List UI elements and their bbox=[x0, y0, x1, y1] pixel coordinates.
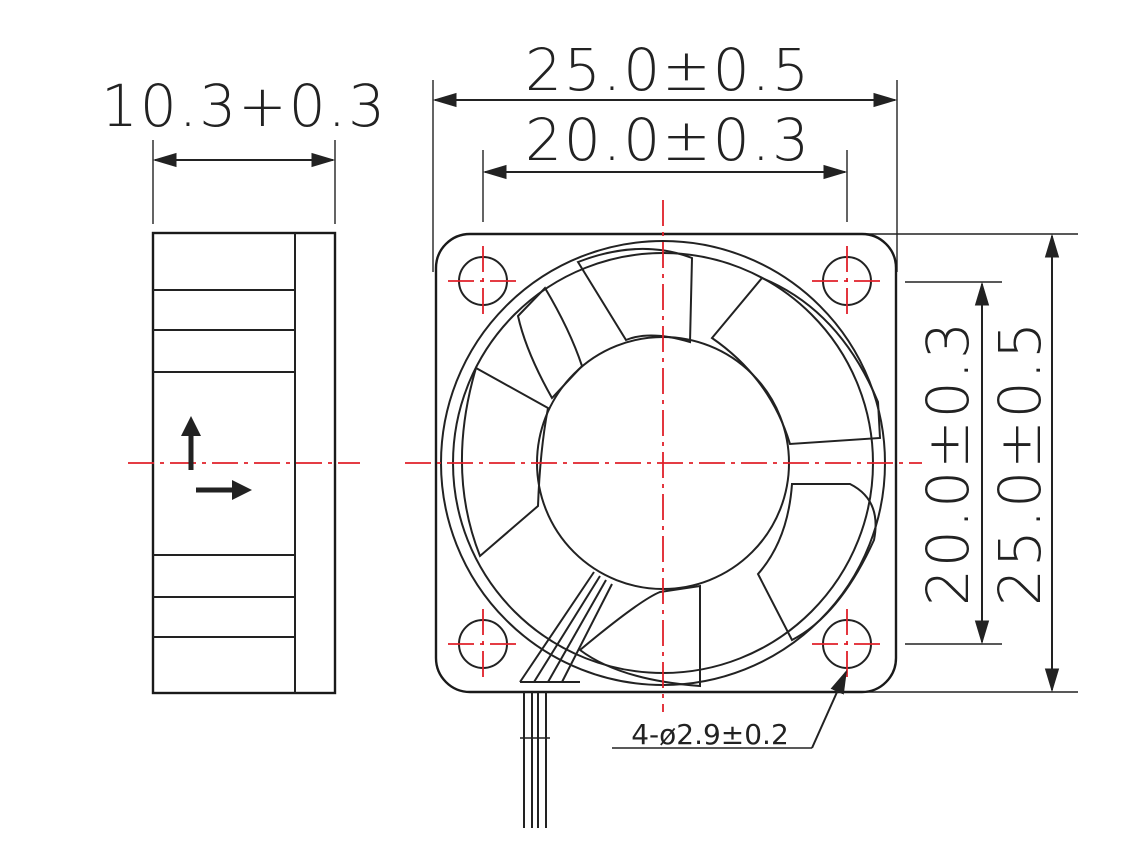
mounting-holes bbox=[448, 246, 882, 679]
arrow-right-icon bbox=[196, 480, 252, 500]
hole-callout-leader bbox=[811, 669, 847, 749]
wire-channel bbox=[519, 571, 613, 683]
fan-blades bbox=[461, 247, 882, 688]
overall-height-label: 25.0±0.5 bbox=[986, 320, 1054, 606]
hole-spacing-width-label: 20.0±0.3 bbox=[525, 106, 811, 174]
lead-wires bbox=[520, 692, 550, 828]
side-width-label: 10.3+0.3 bbox=[101, 72, 387, 140]
overall-width-label: 25.0±0.5 bbox=[525, 36, 811, 104]
hole-spacing-height-label: 20.0±0.3 bbox=[914, 320, 982, 606]
arrow-up-icon bbox=[181, 416, 201, 470]
side-view: 10.3+0.3 bbox=[101, 72, 387, 695]
mounting-holes-label: 4-ø2.9±0.2 bbox=[631, 718, 789, 751]
front-view: 25.0±0.5 20.0±0.3 20.0±0.3 25.0±0.5 bbox=[405, 36, 1078, 828]
